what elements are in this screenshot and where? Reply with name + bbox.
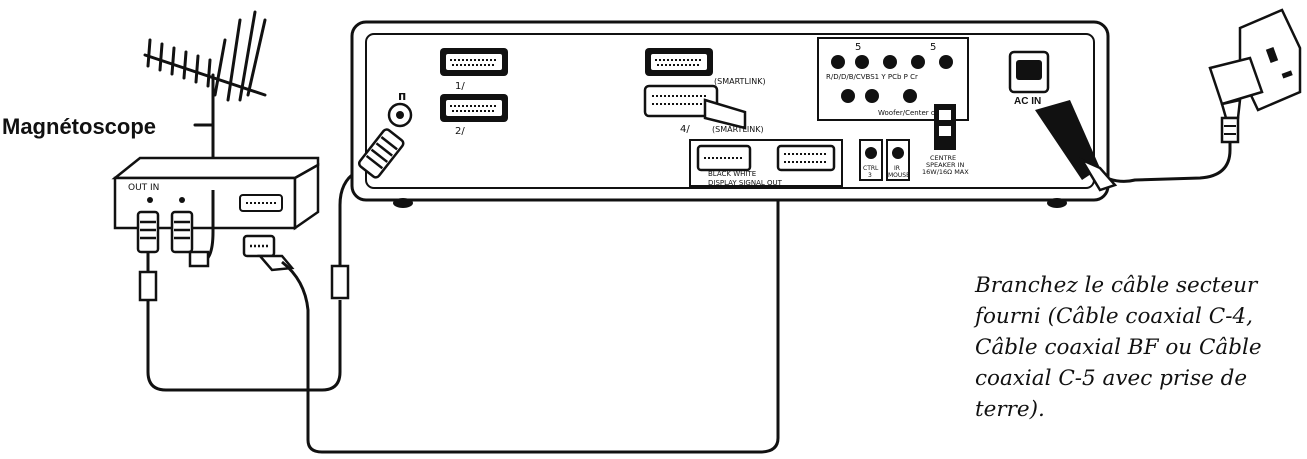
- vcr-scart-plug: [242, 234, 295, 272]
- svg-text:(SMARTLINK): (SMARTLINK): [714, 77, 766, 86]
- vcr-scart-socket: [239, 194, 283, 212]
- svg-text:4/: 4/: [680, 124, 690, 135]
- svg-text:Woofer/Center out: Woofer/Center out: [878, 109, 943, 117]
- ferrite-core: [138, 270, 158, 302]
- ctrl-ir-ports: CTRL 3 IR MOUSE: [859, 139, 910, 181]
- svg-text:1/: 1/: [455, 81, 465, 92]
- vcr-out-jack: [147, 197, 153, 203]
- caption: Branchez le câble secteur fourni (Câble …: [975, 270, 1305, 425]
- scart-2: 2/: [440, 94, 508, 137]
- svg-text:2/: 2/: [455, 126, 465, 137]
- svg-text:5: 5: [930, 42, 936, 53]
- mains-plug-tv: [1035, 100, 1118, 192]
- centre-speaker-in: CENTRE SPEAKER IN 16W/16Ω MAX: [922, 104, 969, 176]
- scart-3: (SMARTLINK): [645, 48, 766, 86]
- svg-text:R/D/D/B/CVBS1 Y PCb P C: R/D/D/B/CVBS1 Y PCb P Cr: [826, 73, 918, 81]
- antenna-symbol: ᴨ: [398, 89, 406, 103]
- mains-plug-wall: [1208, 56, 1264, 144]
- svg-text:DISPLAY SIGNAL OUT: DISPLAY SIGNAL OUT: [708, 179, 783, 187]
- vcr-rf-plugs: [136, 210, 194, 254]
- component-inputs: 5 5 R/D/D/B/CVBS1 Y PCb P Cr Woofer/Cent…: [817, 37, 969, 121]
- svg-text:AC IN: AC IN: [1014, 96, 1041, 107]
- caption-line: fourni (Câble coaxial C-4,: [975, 304, 1253, 329]
- svg-text:CTRL: CTRL: [863, 165, 879, 172]
- svg-text:3: 3: [868, 172, 872, 179]
- svg-text:MOUSE: MOUSE: [888, 172, 910, 179]
- svg-text:(SMARTLINK): (SMARTLINK): [712, 125, 764, 134]
- ferrite-core: [330, 264, 350, 300]
- caption-line: Câble coaxial BF ou Câble: [975, 335, 1262, 360]
- display-signal-out: BLACK WHITE DISPLAY SIGNAL OUT: [689, 139, 843, 187]
- ac-in-socket: AC IN: [1008, 50, 1050, 107]
- tv-rf-plug: [357, 128, 405, 179]
- caption-line: terre).: [975, 397, 1045, 422]
- svg-text:5: 5: [855, 42, 861, 53]
- vcr-port-label: OUT IN: [128, 183, 159, 193]
- svg-text:IR: IR: [894, 165, 900, 172]
- vcr-in-jack: [179, 197, 185, 203]
- svg-text:CENTRE: CENTRE: [930, 154, 956, 162]
- caption-line: coaxial C-5 avec prise de: [975, 366, 1248, 391]
- scart-1: 1/: [440, 48, 508, 92]
- svg-text:16W/16Ω MAX: 16W/16Ω MAX: [922, 168, 969, 176]
- svg-text:SPEAKER IN: SPEAKER IN: [926, 161, 964, 169]
- tv-antenna-input: ᴨ: [387, 89, 413, 128]
- scart-4: 4/ (SMARTLINK): [643, 84, 764, 135]
- vcr-label: Magnétoscope: [2, 114, 156, 139]
- caption-line: Branchez le câble secteur: [975, 273, 1258, 298]
- svg-text:BLACK WHITE: BLACK WHITE: [708, 170, 756, 178]
- rf-plug-small: [188, 250, 210, 268]
